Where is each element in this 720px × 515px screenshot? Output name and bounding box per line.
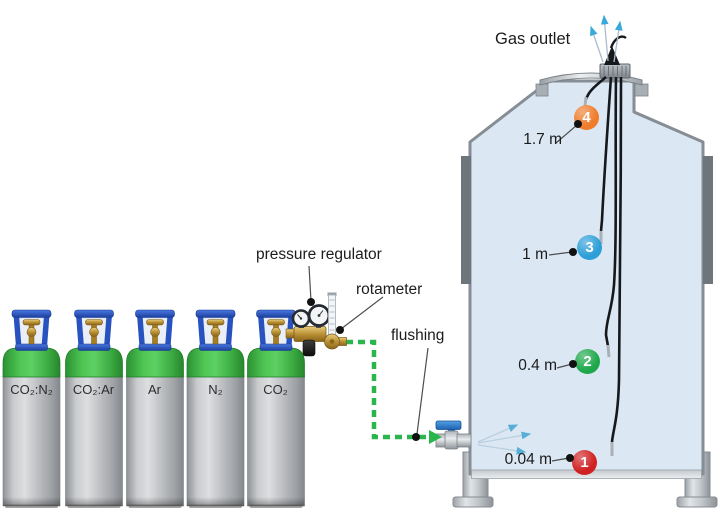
gas-cylinder-3 bbox=[126, 309, 184, 509]
height-label-4: 1.7 m bbox=[523, 131, 562, 148]
flushing-line bbox=[346, 339, 442, 444]
gas-cylinder-2 bbox=[65, 309, 123, 509]
height-label-3: 1 m bbox=[522, 246, 548, 263]
inlet-valve bbox=[435, 420, 472, 450]
sampling-point-2-badge: 2 bbox=[575, 349, 600, 374]
sampling-point-3-badge: 3 bbox=[577, 235, 602, 260]
tank bbox=[461, 72, 713, 479]
tank-side-bracket-right bbox=[703, 156, 713, 284]
anchor-dot-flushing bbox=[412, 433, 420, 441]
valve-handle bbox=[435, 420, 462, 430]
cylinder-label-co2-n2: CO₂:N₂ bbox=[10, 382, 53, 397]
height-label-1: 0.04 m bbox=[504, 451, 552, 468]
anchor-dot-point-4 bbox=[574, 120, 582, 128]
pressure-regulator bbox=[285, 304, 331, 357]
gas-cylinder-1 bbox=[2, 309, 61, 509]
cylinder-label-n2: N₂ bbox=[208, 382, 223, 397]
callout-lines bbox=[308, 124, 578, 462]
flushing-label: flushing bbox=[391, 327, 445, 344]
anchor-dot-pressure-regulator bbox=[307, 298, 315, 306]
anchor-dot-point-1 bbox=[566, 454, 574, 462]
anchor-dot-point-3 bbox=[569, 248, 577, 256]
sampling-point-4-badge: 4 bbox=[574, 105, 599, 130]
cylinder-label-co2: CO₂ bbox=[263, 382, 288, 397]
cylinder-label-co2-ar: CO₂:Ar bbox=[72, 382, 115, 397]
flushing-arrowhead bbox=[429, 430, 442, 444]
anchor-dot-point-2 bbox=[569, 360, 577, 368]
regulator-knob bbox=[302, 339, 316, 357]
gas-cylinder-4 bbox=[186, 309, 245, 509]
gas-outlet-arrows bbox=[590, 14, 623, 63]
tank-side-bracket-left bbox=[461, 156, 471, 284]
cylinder-label-ar: Ar bbox=[148, 382, 161, 397]
gas-outlet-label: Gas outlet bbox=[495, 30, 571, 48]
pressure-regulator-label: pressure regulator bbox=[256, 246, 382, 263]
anchor-dot-rotameter bbox=[336, 326, 344, 334]
rotameter-label: rotameter bbox=[356, 281, 423, 298]
sensor-cables bbox=[584, 76, 623, 443]
rotameter bbox=[324, 292, 347, 350]
height-label-2: 0.4 m bbox=[518, 357, 557, 374]
spray-arrows bbox=[477, 424, 532, 455]
gas-cylinders bbox=[2, 309, 305, 509]
sampling-point-1-badge: 1 bbox=[572, 450, 597, 475]
